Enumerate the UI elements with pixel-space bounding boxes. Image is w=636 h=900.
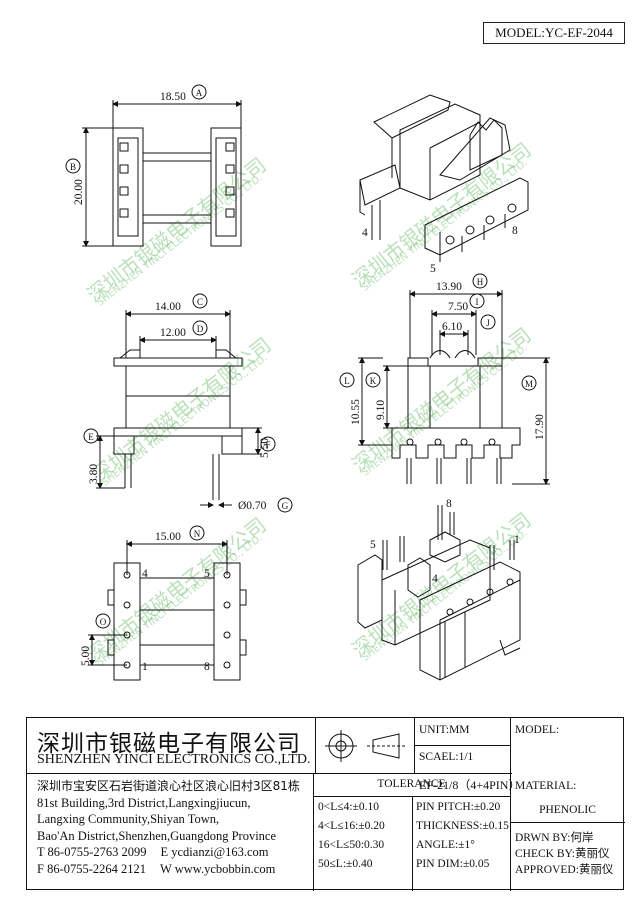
dim-B-value: 20.00 <box>73 179 85 205</box>
dim-N-label: N <box>194 529 201 539</box>
pin-number: 5 <box>370 539 376 551</box>
dim-D-label: D <box>197 324 204 334</box>
tolerance-row: 16<L≤50:0.30 <box>318 839 385 851</box>
company-name-en: SHENZHEN YINCI ELECTRONICS CO.,LTD. <box>37 752 311 767</box>
tolerance-row: 0<L≤4:±0.10 <box>318 801 379 813</box>
tolerance-title: TOLERANCE <box>377 778 446 790</box>
company-name-cn: 深圳市银磁电子有限公司 <box>37 731 301 757</box>
dim-J-label: J <box>486 318 490 328</box>
email: E ycdianzi@163.com <box>160 845 269 859</box>
checked-by: CHECK BY:黄丽仪 <box>515 848 610 860</box>
dim-I-label: I <box>476 297 479 307</box>
website: W www.ycbobbin.com <box>160 861 276 876</box>
approved-by: APPROVED:黄丽仪 <box>515 864 614 876</box>
top-view <box>65 84 242 247</box>
model-number-box: MODEL:YC-EF-2044 <box>483 22 625 44</box>
dim-M-value: 17.90 <box>534 414 546 440</box>
address-en-line3: Bao'An District,Shenzhen,Guangdong Provi… <box>37 828 277 843</box>
dim-K-label: K <box>370 376 377 386</box>
projection-symbol-icon <box>325 730 405 762</box>
dim-C-label: C <box>197 297 203 307</box>
dim-E-label: E <box>88 432 94 442</box>
dim-B-label: B <box>70 162 76 172</box>
company-address: 深圳市宝安区石岩街道浪心社区浪心旧村3区81栋 81st Building,3r… <box>37 778 312 877</box>
material-label: MATERIAL: <box>515 780 577 792</box>
scale-label: SCAEL:1/1 <box>419 751 474 763</box>
dim-J-value: 6.10 <box>442 321 462 333</box>
tolerance-left: 0<L≤4:±0.10 4<L≤16:±0.20 16<L≤50:0.30 50… <box>318 798 385 874</box>
title-block: 深圳市银磁电子有限公司 SHENZHEN YINCI ELECTRONICS C… <box>26 717 625 891</box>
technical-drawing: 18.50 A 20.00 B 14.00 C 12.00 D 3.80 E 5… <box>65 84 550 681</box>
signature-block: DRWN BY:何岸 CHECK BY:黄丽仪 APPROVED:黄丽仪 <box>515 830 613 878</box>
unit-label: UNIT:MM <box>419 724 470 736</box>
dim-K-value: 9.10 <box>375 400 387 420</box>
dim-E-value: 3.80 <box>88 464 100 484</box>
pin-number: 8 <box>204 661 210 673</box>
dim-A-label: A <box>196 88 203 98</box>
address-en-line1: 81st Building,3rd District,Langxingjiucu… <box>37 795 251 810</box>
side-view <box>339 273 550 485</box>
tolerance-row: 50≤L:±0.40 <box>318 858 373 870</box>
isometric-view-bottom <box>357 505 521 681</box>
dim-F-value: 5.50 <box>259 438 271 458</box>
tolerance-row: 4<L≤16:±0.20 <box>318 820 385 832</box>
fax: F 86-0755-2264 2121 <box>37 861 147 876</box>
tolerance-right: PIN PITCH:±0.20 THICKNESS:±0.15 ANGLE:±1… <box>416 798 509 874</box>
dim-L-value: 10.55 <box>350 399 362 425</box>
dim-G-value: Ø0.70 <box>238 500 267 512</box>
dim-H-label: H <box>477 277 484 287</box>
pin-number: 5 <box>430 263 436 275</box>
dim-C-value: 14.00 <box>155 301 181 313</box>
pin-number: 1 <box>514 534 520 546</box>
dim-G-label: G <box>282 501 289 511</box>
pin-number: 8 <box>512 225 518 237</box>
dim-N-value: 15.00 <box>155 531 181 543</box>
front-view <box>83 293 293 513</box>
isometric-view-top <box>359 94 529 262</box>
bottom-view <box>88 525 247 681</box>
tolerance-row: THICKNESS:±0.15 <box>416 820 509 832</box>
pin-number: 4 <box>362 227 368 239</box>
pin-number: 4 <box>432 573 438 585</box>
address-cn: 深圳市宝安区石岩街道浪心社区浪心旧村3区81栋 <box>37 779 300 793</box>
dim-H-value: 13.90 <box>436 281 462 293</box>
dim-A-value: 18.50 <box>160 91 186 103</box>
pin-number: 4 <box>142 568 148 580</box>
model-label: MODEL: <box>515 724 560 736</box>
dim-M-label: M <box>525 379 533 389</box>
address-en-line2: Langxing Community,Shiyan Town, <box>37 812 220 826</box>
tolerance-row: PIN DIM:±0.05 <box>416 858 490 870</box>
tolerance-row: ANGLE:±1° <box>416 839 475 851</box>
pin-number: 1 <box>142 661 148 673</box>
dim-O-value: 5.00 <box>80 646 92 666</box>
telephone: T 86-0755-2763 2099 <box>37 845 147 859</box>
dim-L-label: L <box>344 376 350 386</box>
tolerance-row: PIN PITCH:±0.20 <box>416 801 501 813</box>
pin-number: 8 <box>446 498 452 510</box>
dim-F-label: F <box>265 440 270 450</box>
dim-I-value: 7.50 <box>448 301 468 313</box>
dim-O-label: O <box>100 617 107 627</box>
model-value: EF-21/8（4+4PIN） <box>419 778 521 792</box>
material-value: PHENOLIC <box>539 804 596 816</box>
drawn-by: DRWN BY:何岸 <box>515 832 594 844</box>
dim-D-value: 12.00 <box>160 327 186 339</box>
pin-number: 5 <box>204 568 210 580</box>
